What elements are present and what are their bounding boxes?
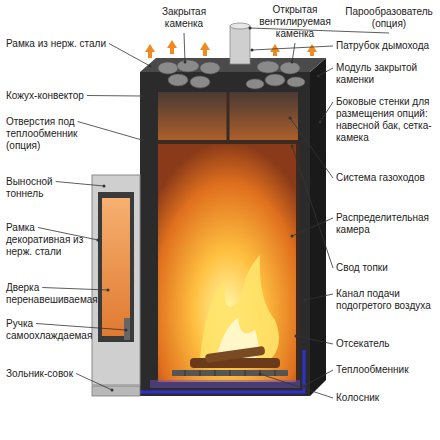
leader-dot <box>149 65 152 68</box>
part-label: Отверстия под теплообменник (опция) <box>6 116 90 152</box>
leader-line <box>292 146 333 268</box>
leader-dot <box>303 385 306 388</box>
leader-dot <box>103 185 106 188</box>
part-label: Открытая вентилируемая каменка <box>255 4 335 40</box>
part-label: Колосник <box>336 392 436 404</box>
part-label: Боковые стенки для размещения опций: нав… <box>336 96 436 144</box>
leader-line <box>320 102 333 122</box>
leader-line <box>292 43 295 62</box>
part-label: Модуль закрытой каменки <box>336 62 436 86</box>
leader-line <box>56 182 104 187</box>
leader-line <box>87 95 142 97</box>
leader-dot <box>291 235 294 238</box>
leader-dot <box>251 49 254 52</box>
leader-line <box>296 336 333 344</box>
leader-dot <box>289 117 292 120</box>
leader-line <box>76 374 112 391</box>
leader-dot <box>249 27 252 30</box>
part-label: Выносной тоннель <box>6 176 90 200</box>
part-label: Дверка перенавешиваемая <box>6 282 92 306</box>
leader-dot <box>111 389 114 392</box>
part-label: Канал подачи подогретого воздуха <box>336 288 436 312</box>
part-label: Отсекатель <box>336 338 436 350</box>
leader-dot <box>304 299 307 302</box>
part-label: Теплообменник <box>336 364 436 376</box>
part-label: Парообразователь (опция) <box>342 6 436 30</box>
leader-line <box>252 46 333 50</box>
leader-line <box>318 68 333 76</box>
leader-dot <box>97 239 100 242</box>
part-label: Рамка из нерж. стали <box>6 38 118 50</box>
leader-line <box>250 28 389 33</box>
leader-line <box>305 294 333 300</box>
leader-line <box>290 118 333 178</box>
leader-line <box>109 44 150 67</box>
leader-dot <box>295 335 298 338</box>
leader-dot <box>319 121 322 124</box>
part-label: Система газоходов <box>336 172 436 184</box>
leader-dot <box>291 61 294 64</box>
leader-dot <box>141 95 144 98</box>
leader-dot <box>107 289 110 292</box>
part-label: Кожух-конвектор <box>6 90 106 102</box>
leader-line <box>292 218 333 236</box>
leader-dot <box>317 75 320 78</box>
leader-line <box>304 370 333 386</box>
leader-line <box>42 288 108 291</box>
part-label: Зольник-совок <box>6 368 90 380</box>
part-label: Распределительная камера <box>336 212 436 236</box>
leader-line <box>36 324 126 331</box>
part-label: Свод топки <box>336 262 436 274</box>
leader-line <box>260 374 333 398</box>
part-label: Закрытая каменка <box>148 6 220 30</box>
leader-dot <box>125 329 128 332</box>
leader-dot <box>141 139 144 142</box>
part-label: Ручка самоохлаждаемая <box>6 318 92 342</box>
part-label: Рамка декоративная из нерж. стали <box>6 222 90 258</box>
leader-line <box>184 33 185 62</box>
leader-dot <box>259 373 262 376</box>
leader-line <box>78 122 142 141</box>
leader-dot <box>291 145 294 148</box>
part-label: Патрубок дымохода <box>336 40 436 52</box>
leader-dot <box>184 61 187 64</box>
